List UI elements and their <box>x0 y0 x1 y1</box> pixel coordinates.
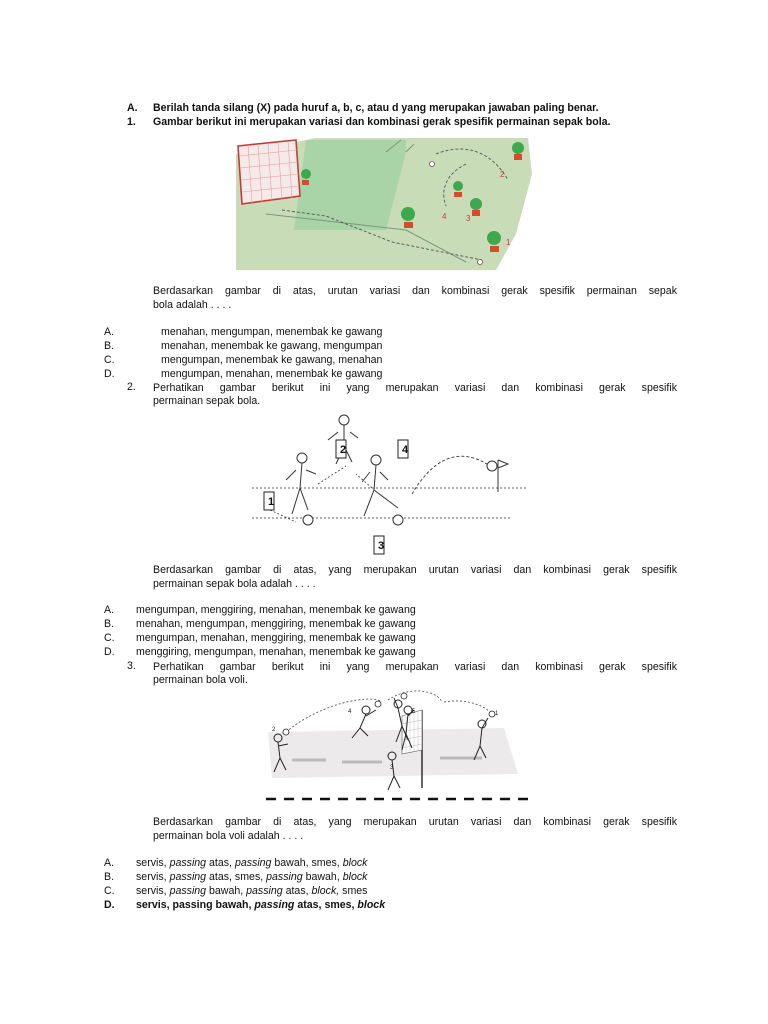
q2-option-a-text[interactable]: mengumpan, menggiring, menahan, menembak… <box>136 604 416 616</box>
q1-stem-line-1: Berdasarkan gambar di atas, urutan varia… <box>153 285 677 297</box>
q3-option-b-letter[interactable]: B. <box>104 871 115 883</box>
q3-option-a-letter[interactable]: A. <box>104 857 115 869</box>
q2-figure-label-4: 4 <box>401 444 409 456</box>
q1-option-d-text[interactable]: mengumpan, menahan, menembak ke gawang <box>161 368 383 380</box>
q1-figure-label-2: 2 <box>500 170 505 179</box>
q1-figure-label-3: 3 <box>466 214 471 223</box>
q3-option-a-text[interactable]: servis, passing atas, passing bawah, sme… <box>136 857 368 869</box>
q1-option-a-letter[interactable]: A. <box>104 326 115 338</box>
q3-option-c-text[interactable]: servis, passing bawah, passing atas, blo… <box>136 885 368 897</box>
q1-option-c-text[interactable]: mengumpan, menembak ke gawang, menahan <box>161 354 383 366</box>
section-label: A. <box>127 102 138 114</box>
q2-figure-label-2: 2 <box>339 444 347 456</box>
volleyball-figure <box>262 688 528 804</box>
q3-option-b-text[interactable]: servis, passing atas, smes, passing bawa… <box>136 871 368 883</box>
q3-prompt-line-2: permainan bola voli. <box>153 674 248 686</box>
q1-number: 1. <box>127 116 136 128</box>
q1-option-a-text[interactable]: menahan, mengumpan, menembak ke gawang <box>161 326 383 338</box>
soccer-figure-2 <box>252 410 528 560</box>
q2-option-c-letter[interactable]: C. <box>104 632 115 644</box>
q3-option-d-letter[interactable]: D. <box>104 899 115 911</box>
q3-option-c-letter[interactable]: C. <box>104 885 115 897</box>
q1-option-d-letter[interactable]: D. <box>104 368 115 380</box>
q3-number: 3. <box>127 660 136 672</box>
q1-figure-label-4: 4 <box>442 212 447 221</box>
q3-figure-label-5: 5 <box>412 709 416 715</box>
instruction-text: Berilah tanda silang (X) pada huruf a, b… <box>153 102 599 114</box>
q2-option-b-text[interactable]: menahan, mengumpan, menggiring, menembak… <box>136 618 416 630</box>
q1-prompt: Gambar berikut ini merupakan variasi dan… <box>153 116 611 128</box>
q2-option-d-text[interactable]: menggiring, mengumpan, menahan, menembak… <box>136 646 416 658</box>
q1-option-b-text[interactable]: menahan, menembak ke gawang, mengumpan <box>161 340 383 352</box>
q3-option-d-text[interactable]: servis, passing bawah, passing atas, sme… <box>136 899 386 911</box>
q2-option-a-letter[interactable]: A. <box>104 604 115 616</box>
q2-option-d-letter[interactable]: D. <box>104 646 115 658</box>
q3-stem-line-1: Berdasarkan gambar di atas, yang merupak… <box>153 816 677 828</box>
soccer-figure-1 <box>236 134 532 272</box>
q1-stem-line-2: bola adalah . . . . <box>153 299 232 311</box>
q3-figure-label-3: 3 <box>390 765 394 771</box>
q3-figure-label-4: 4 <box>348 709 352 715</box>
q2-prompt-line-2: permainan sepak bola. <box>153 395 261 407</box>
q2-stem-line-2: permainan sepak bola adalah . . . . <box>153 578 316 590</box>
q2-stem-line-1: Berdasarkan gambar di atas, yang merupak… <box>153 564 677 576</box>
q2-number: 2. <box>127 381 136 393</box>
q1-figure-label-1: 1 <box>506 238 511 247</box>
q2-figure-label-1: 1 <box>267 496 275 508</box>
q2-prompt-line-1: Perhatikan gambar berikut ini yang merup… <box>153 382 677 394</box>
q3-prompt-line-1: Perhatikan gambar berikut ini yang merup… <box>153 661 677 673</box>
q1-option-b-letter[interactable]: B. <box>104 340 115 352</box>
q3-stem-line-2: permainan bola voli adalah . . . . <box>153 830 304 842</box>
q2-option-c-text[interactable]: mengumpan, menahan, menggiring, menembak… <box>136 632 416 644</box>
q1-option-c-letter[interactable]: C. <box>104 354 115 366</box>
q3-figure-label-2: 2 <box>272 727 276 733</box>
q2-option-b-letter[interactable]: B. <box>104 618 115 630</box>
q3-figure-label-1: 1 <box>495 711 499 717</box>
q2-figure-label-3: 3 <box>377 540 385 552</box>
court-dashed-line <box>266 796 528 802</box>
